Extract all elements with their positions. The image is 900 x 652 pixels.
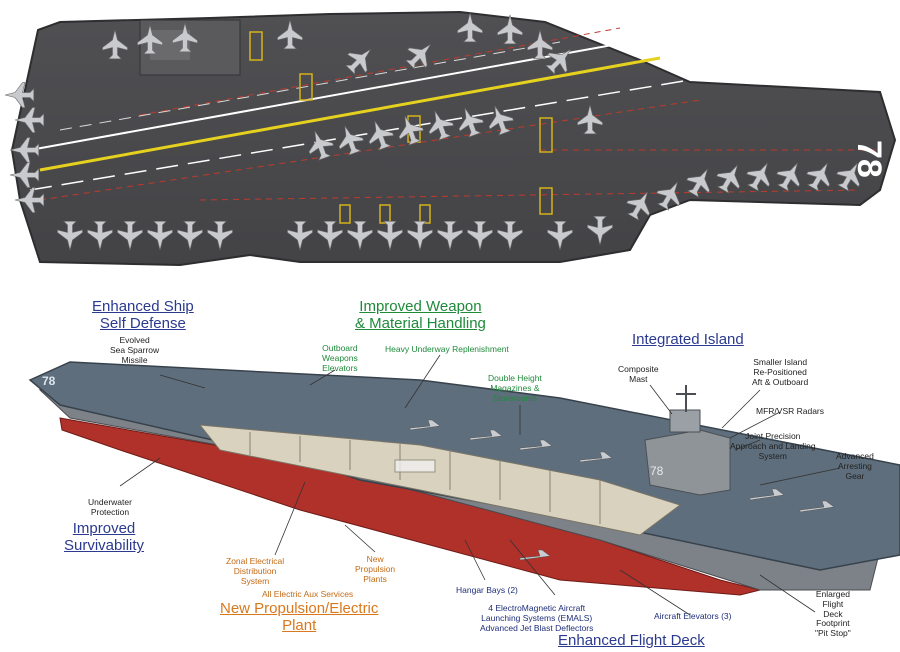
hull-number-78: 78 [850,140,888,178]
aircraft-icon [428,110,454,141]
aircraft-icon [177,220,203,251]
category-improved-weapon-handling: Improved Weapon & Material Handling [355,298,486,333]
callout-emals: 4 ElectroMagnetic Aircraft Launching Sys… [480,603,594,633]
callout-smaller-island: Smaller Island Re-Positioned Aft & Outbo… [752,357,809,387]
aircraft-icon [686,168,710,198]
callout-propulsion-plants: New Propulsion Plants [355,554,396,584]
callout-sea-sparrow: Evolved Sea Sparrow Missile [110,335,160,365]
callout-hangar-bays: Hangar Bays (2) [456,585,518,595]
bow-hull-number: 78 [42,374,56,388]
callout-magazines: Double Height Magazines & Storerooms [488,373,542,403]
callout-arresting-gear: Advanced Arresting Gear [836,451,874,481]
callout-leader-lines [119,354,841,616]
aircraft-icon [437,220,463,251]
aircraft-icon [497,220,523,251]
callout-outboard-elevators: Outboard Weapons Elevators [322,343,358,373]
callout-aux-services: All Electric Aux Services [262,589,354,599]
category-enhanced-flight-deck: Enhanced Flight Deck [558,632,705,649]
landing-area-markings [29,27,880,201]
aircraft-icon [338,125,364,156]
aircraft-icon [14,187,45,213]
aircraft-icon [287,220,313,251]
cutaway-island: 78 [644,385,731,496]
callout-composite-mast: Composite Mast [618,364,659,384]
aircraft-icon [577,104,603,135]
aircraft-icon [172,22,198,53]
island-superstructure [139,19,241,76]
category-enhanced-ship-self-defense: Enhanced Ship Self Defense [92,298,194,333]
aircraft-icon [9,162,40,188]
aircraft-icon [716,164,740,194]
flight-deck-plan-view: 78 [4,10,897,267]
aircraft-icon [102,29,128,60]
aircraft-icon [626,191,650,221]
aircraft-icon [87,220,113,251]
callout-radars: MFR/VSR Radars [756,406,825,416]
aircraft-icon [806,162,830,192]
aircraft-icon [458,107,484,138]
aircraft-icon [207,220,233,251]
cutaway-diagram: 78 78 [28,354,900,616]
parked-aircraft [4,12,860,251]
callout-aircraft-elevators: Aircraft Elevators (3) [654,611,732,621]
aircraft-icon [836,162,860,192]
aircraft-icon [368,120,394,151]
cutaway-deck-aircraft [409,419,835,561]
category-integrated-island: Integrated Island [632,331,744,348]
aircraft-icon [407,220,433,251]
aircraft-icon [457,12,483,43]
aircraft-icon [497,14,523,45]
aircraft-icon [547,220,573,251]
aircraft-icon [587,215,613,246]
aircraft-icon [147,220,173,251]
aircraft-icon [776,162,800,192]
aircraft-icon [488,105,514,136]
aircraft-icon [117,220,143,251]
aircraft-icon [746,162,770,192]
aircraft-icon [527,29,553,60]
callout-zonal-electrical: Zonal Electrical Distribution System [226,556,285,586]
aircraft-icon [14,107,45,133]
aircraft-icon [4,82,35,108]
callout-pit-stop: Enlarged Flight Deck Footprint "Pit Stop… [815,589,851,639]
aircraft-icon [345,49,371,75]
aircraft-icon [347,220,373,251]
callout-jpals: Joint Precision Approach and Landing Sys… [730,431,816,461]
aircraft-icon [405,44,431,70]
callout-underway-replenishment: Heavy Underway Replenishment [385,344,509,354]
aircraft-icon [467,220,493,251]
aircraft-icon [137,24,163,55]
island-hull-number: 78 [650,464,664,478]
aircraft-icon [398,115,424,146]
category-improved-survivability: Improved Survivability [64,520,145,555]
aircraft-icon [317,220,343,251]
callout-underwater-protection: Underwater Protection [88,497,132,517]
aircraft-icon [545,49,571,75]
aircraft-icon [277,19,303,50]
aircraft-icon [308,130,334,161]
aircraft-icon [656,181,680,211]
category-new-propulsion-electric-plant: New Propulsion/Electric Plant [220,600,379,635]
aircraft-icon [57,220,83,251]
aircraft-icon [377,220,403,251]
interior-compartments [249,432,601,524]
